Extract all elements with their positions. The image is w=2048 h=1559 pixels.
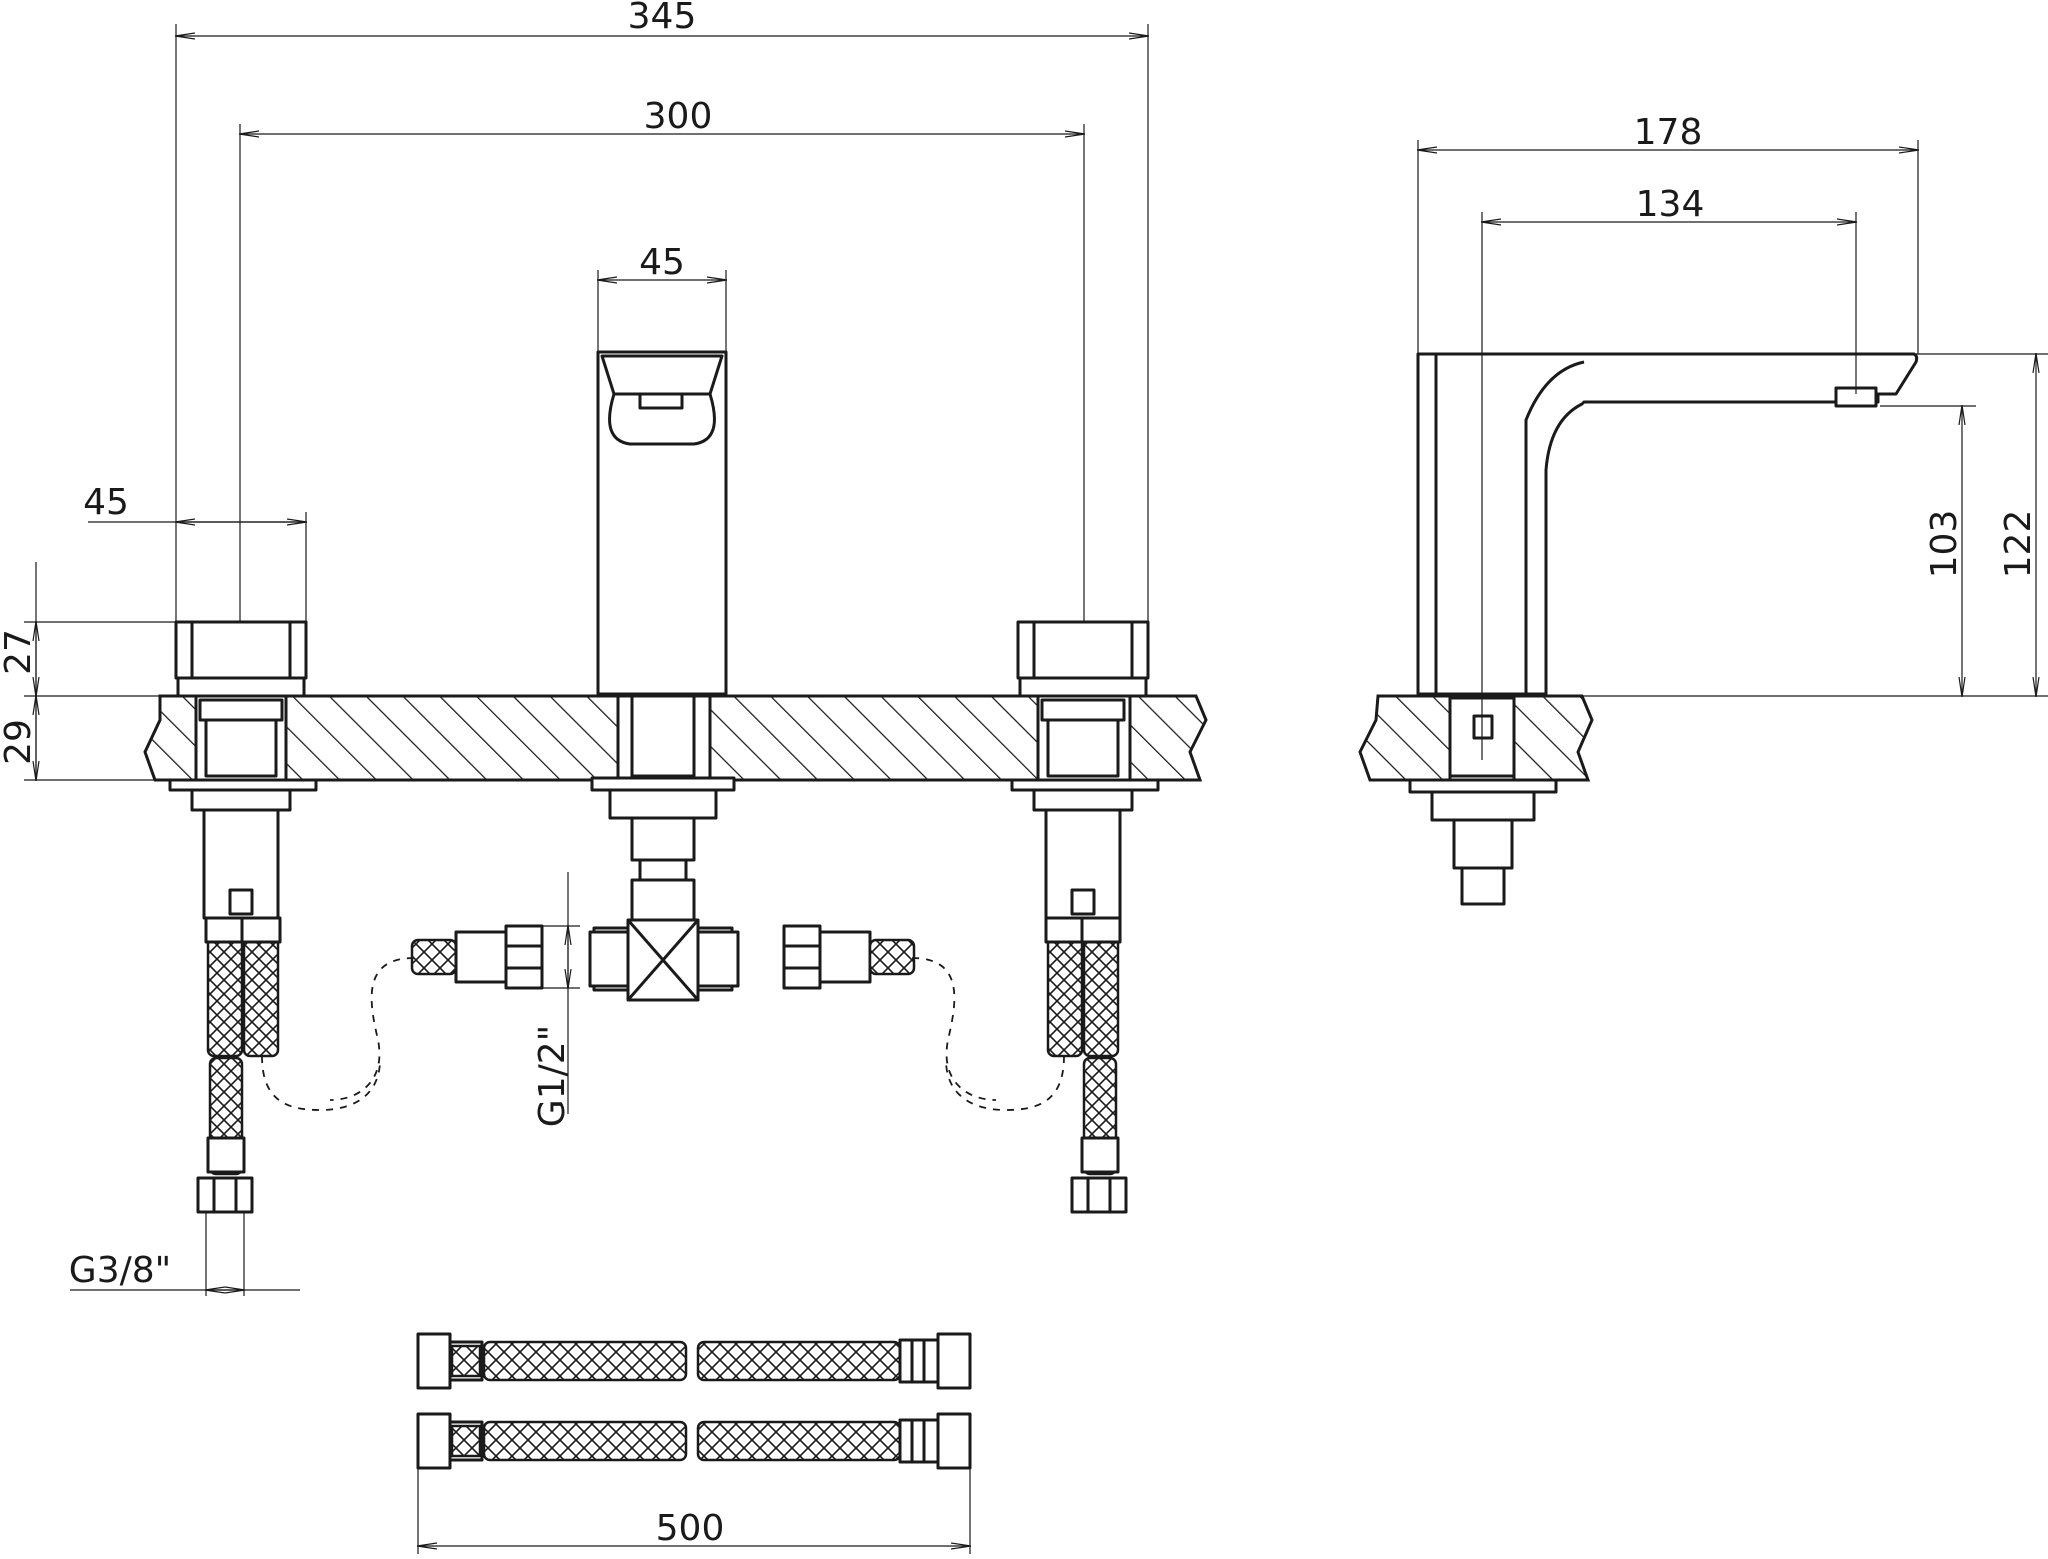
dim-handle-spacing: 300 bbox=[644, 96, 713, 137]
right-hoses bbox=[945, 916, 1128, 1214]
center-spout bbox=[588, 350, 740, 1002]
dim-deck-thickness: 29 bbox=[0, 719, 39, 765]
left-handle bbox=[168, 620, 318, 920]
front-view bbox=[143, 350, 1208, 1214]
dim-handle-width: 45 bbox=[83, 482, 129, 523]
dim-side-height: 122 bbox=[1998, 510, 2039, 579]
dim-inlet-thread: G1/2" bbox=[532, 1025, 573, 1127]
dim-spout-width: 45 bbox=[639, 242, 685, 283]
dim-hose-length: 500 bbox=[656, 1508, 725, 1549]
right-supply-connector bbox=[782, 924, 997, 1101]
left-supply-connector bbox=[329, 924, 544, 1101]
dim-handle-height: 27 bbox=[0, 629, 39, 675]
side-spout-body bbox=[1416, 352, 1919, 696]
dim-side-depth: 178 bbox=[1634, 112, 1703, 153]
side-view bbox=[1358, 352, 1919, 906]
dim-side-clearance: 103 bbox=[1924, 510, 1965, 579]
supply-hoses: 500 bbox=[416, 1332, 972, 1554]
front-dimensions: 345 300 45 45 27 29 G1/2" G3/8" bbox=[0, 0, 1148, 1296]
dim-side-reach: 134 bbox=[1636, 184, 1705, 225]
right-handle bbox=[1010, 620, 1160, 920]
hose-1 bbox=[416, 1332, 972, 1390]
side-dimensions: 178 134 103 122 bbox=[1418, 112, 2048, 760]
left-hoses bbox=[196, 916, 381, 1214]
hose-2 bbox=[416, 1412, 972, 1470]
dim-overall-width: 345 bbox=[628, 0, 697, 37]
dim-hose-thread: G3/8" bbox=[69, 1250, 171, 1291]
